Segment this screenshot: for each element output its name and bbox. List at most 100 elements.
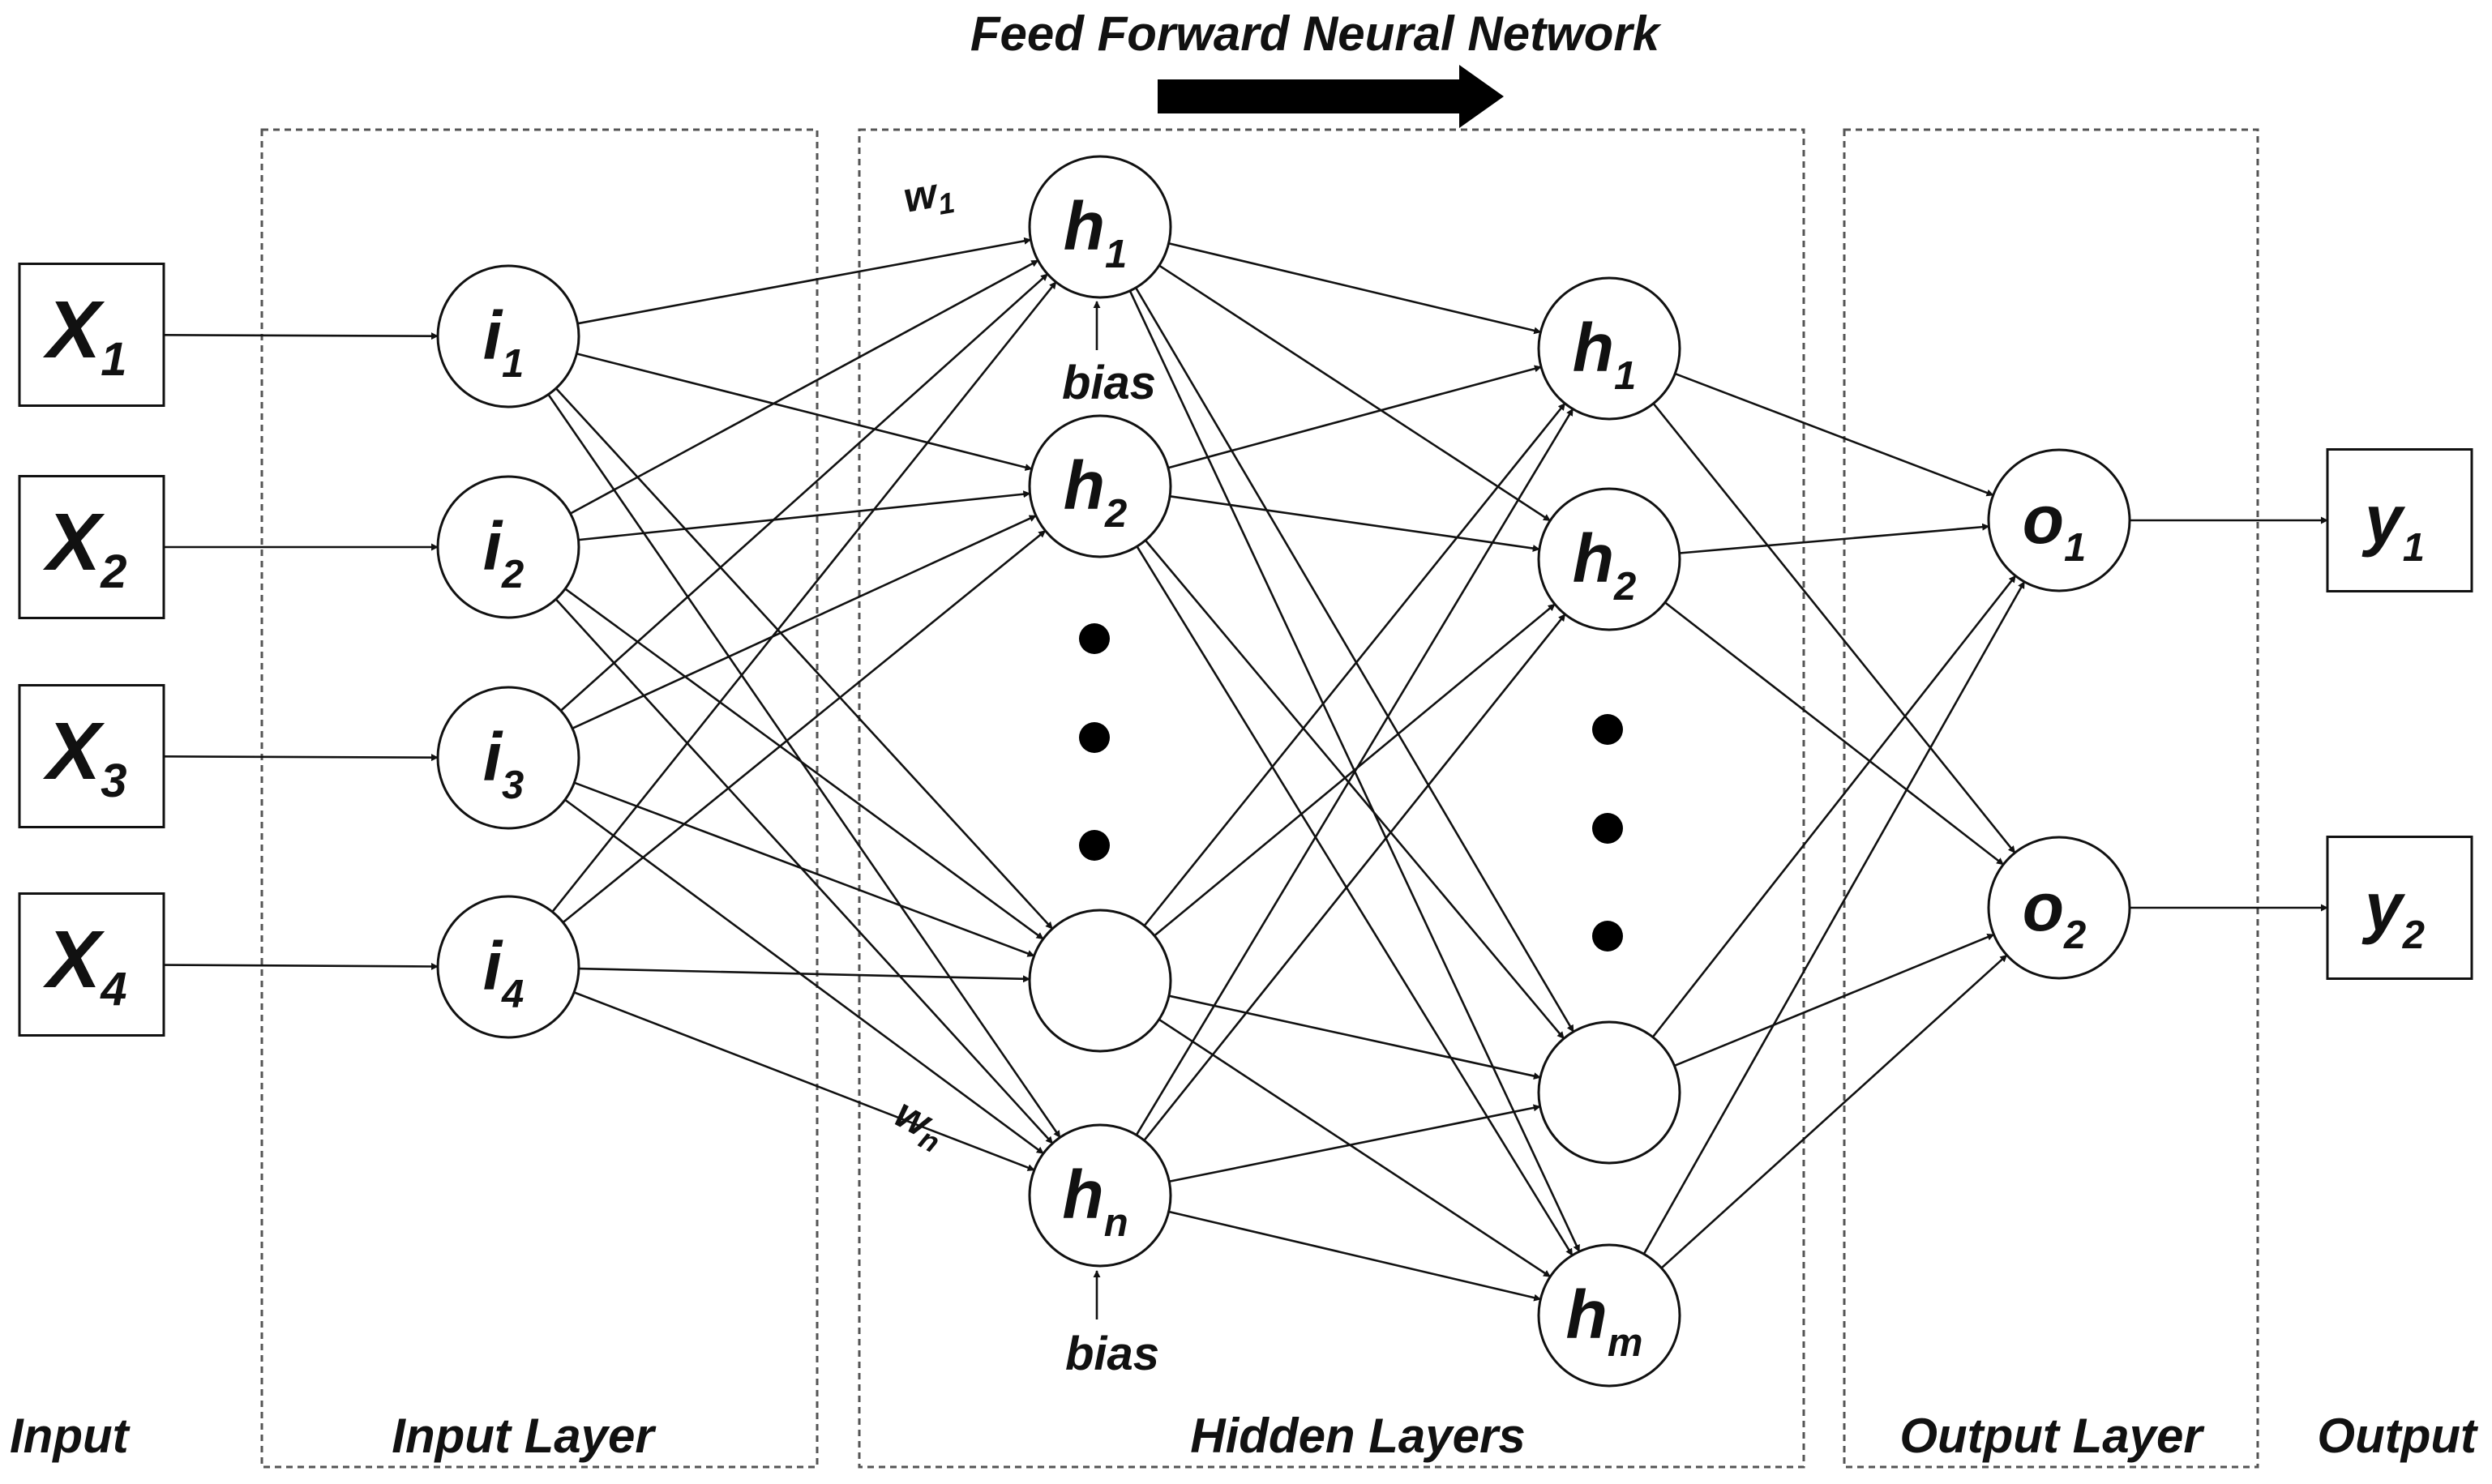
input-x2: X2 [18,475,165,619]
edge-i1-ha1 [577,237,1032,325]
section-label-hidden-layers: Hidden Layers [1190,1409,1525,1463]
edge-han-hbm [1168,1210,1542,1302]
input-node-circle [436,895,580,1039]
edge-x3-i3 [163,754,439,762]
direction-arrow-icon [1158,65,1504,128]
edge-x1-i1 [163,332,439,340]
edge-i3-ha2 [572,515,1037,729]
input-box [18,263,165,407]
edge-i1-ha3 [554,387,1054,930]
input-node-i3: i3 [436,686,580,830]
hidden-1-node-circle [1028,909,1172,1053]
edge-ha3-hb3 [1168,994,1541,1080]
edge-i3-han [564,798,1044,1155]
output-node-circle [1987,448,2131,592]
output-box [2326,836,2473,980]
weight-label-w1: w1 [900,167,957,227]
input-node-i2: i2 [436,475,580,619]
edge-i1-ha2 [576,353,1033,471]
hidden-1-node-circle [1028,155,1172,299]
hidden-1-node-ha3 [1028,909,1172,1053]
input-label: X2 [43,497,127,598]
edge-i2-han [554,598,1054,1144]
input-box [18,892,165,1037]
edge-ha1-hb1 [1168,242,1542,335]
edge-hb1-o1 [1674,372,1994,497]
input-node-label: i2 [483,508,525,597]
edge-i4-han [573,991,1035,1171]
input-x1: X1 [18,263,165,407]
output-layer-box [1843,128,2259,1469]
input-layer-box [260,128,819,1469]
diagram-title: Feed Forward Neural Network [970,6,1662,61]
hidden-1-node-ha2: h2 [1028,414,1172,558]
edge-i4-ha2 [562,529,1047,924]
edge-i2-ha2 [578,490,1031,541]
edge-hb2-o2 [1663,601,2005,866]
edge-han-hb3 [1169,1104,1541,1183]
hidden-2-node-hb1: h1 [1537,276,1681,421]
edge-i4-ha1 [551,281,1057,913]
input-box [18,475,165,619]
input-label: X4 [43,914,127,1016]
output-label: y1 [2361,481,2425,570]
section-label-output: Output [2317,1409,2479,1463]
input-x3: X3 [18,684,165,828]
input-node-circle [436,264,580,408]
hidden-1-node-ha1: h1 [1028,155,1172,299]
edge-i2-ha3 [564,588,1044,940]
edge-hbm-o1 [1642,580,2026,1255]
output-label: y2 [2361,869,2425,957]
hidden-2-node-label: hm [1566,1277,1643,1365]
input-node-label: i1 [483,297,525,386]
hidden-layer-1-ellipsis [1079,623,1110,861]
bias-label-top: bias [1062,357,1156,409]
input-node-circle [436,475,580,619]
edge-hb2-o1 [1679,523,1990,554]
hidden-2-node-circle [1537,1020,1681,1165]
edge-x4-i4 [163,962,439,970]
section-label-input: Input [10,1409,131,1463]
edge-ha1-hb2 [1158,264,1551,522]
connection-edges [163,237,2328,1302]
edge-i3-ha3 [573,781,1035,957]
input-node-i1: i1 [436,264,580,408]
edge-hb3-o2 [1673,933,1995,1067]
hidden-2-node-circle [1537,276,1681,421]
output-node-label: o2 [2023,869,2087,957]
edge-hb1-o2 [1652,402,2016,854]
output-y2: y2 [2326,836,2473,980]
output-node-label: o1 [2023,481,2087,570]
edge-i1-han [547,393,1061,1139]
hidden-2-node-hb2: h2 [1537,487,1681,631]
hidden-1-node-label: h1 [1064,188,1128,276]
output-box [2326,448,2473,592]
edge-ha1-hb3 [1134,287,1575,1033]
edge-han-hb2 [1143,614,1566,1141]
hidden-2-node-hb3 [1537,1020,1681,1165]
edge-i2-ha1 [569,259,1039,515]
input-label: X1 [43,284,127,386]
hidden-2-node-label: h1 [1573,310,1637,398]
hidden-2-node-label: h2 [1573,520,1637,609]
section-label-input-layer: Input Layer [392,1409,657,1463]
hidden-2-node-circle [1537,487,1681,631]
edge-hb3-o1 [1651,575,2017,1038]
hidden-1-node-circle [1028,1123,1172,1268]
bias-label-bottom: bias [1065,1328,1159,1380]
edge-ha2-hb3 [1144,539,1565,1040]
hidden-1-node-label: h2 [1064,447,1128,536]
edge-ha2-hb2 [1169,495,1540,552]
edge-ha3-hb1 [1143,402,1566,927]
hidden-2-node-hbm: hm [1537,1243,1681,1388]
hidden-1-node-han: hn [1028,1123,1172,1268]
hidden-layers-box [858,128,1805,1469]
input-node-i4: i4 [436,895,580,1039]
output-node-o1: o1 [1987,448,2131,592]
input-label: X3 [43,706,127,807]
input-x4: X4 [18,892,165,1037]
edge-hbm-o2 [1660,954,2008,1269]
input-node-label: i4 [483,928,525,1016]
hidden-1-node-circle [1028,414,1172,558]
